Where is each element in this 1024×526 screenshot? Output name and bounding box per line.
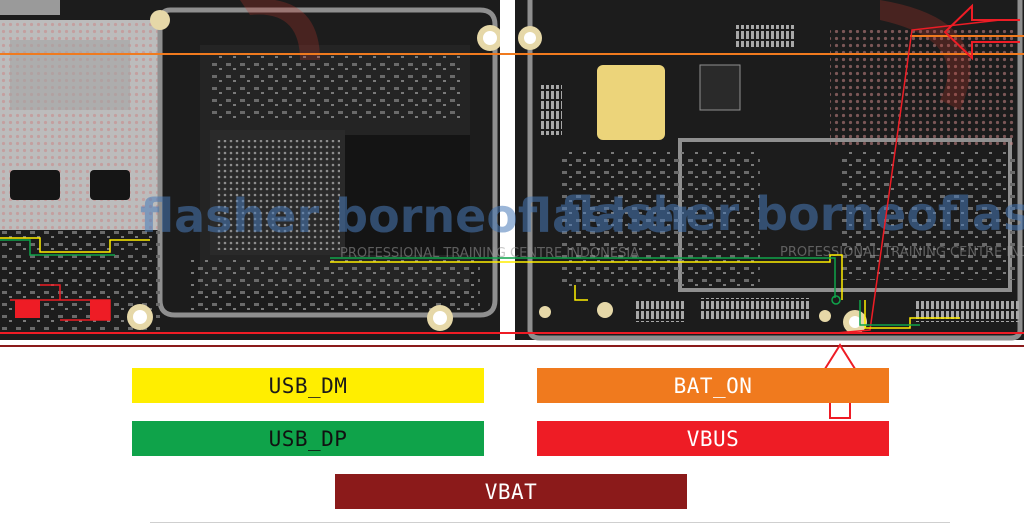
legend-vbus-label: VBUS xyxy=(686,426,740,451)
gold-pad xyxy=(597,65,665,140)
arrow-bat-on-left xyxy=(943,3,1020,61)
right-board xyxy=(515,0,1024,341)
legend-usb-dm: USB_DM xyxy=(132,368,484,403)
legend-vbat: VBAT xyxy=(335,474,687,509)
legend-bat-on: BAT_ON xyxy=(537,368,889,403)
trace-bat-on xyxy=(0,35,1024,55)
bottom-divider xyxy=(150,522,950,523)
legend-vbat-label: VBAT xyxy=(484,479,538,504)
connector-left xyxy=(700,298,810,320)
trace-usb-dp xyxy=(0,239,920,326)
legend-vbus: VBUS xyxy=(537,421,889,456)
trace-vbus xyxy=(0,19,1024,334)
watermark-tagline-right: PROFESSIONAL TRAINING CENTRE INDONESIA xyxy=(780,245,1024,260)
left-board xyxy=(0,0,503,340)
connector-right xyxy=(915,300,1020,322)
legend-usb-dp-label: USB_DP xyxy=(268,426,348,451)
legend-bat-on-label: BAT_ON xyxy=(673,373,753,398)
memory-chip xyxy=(345,135,470,255)
legend-usb-dm-label: USB_DM xyxy=(268,373,348,398)
watermark-brand-right: flasher borneoflasher xyxy=(560,187,1024,241)
trace-usb-dm xyxy=(0,237,960,329)
legend-usb-dp: USB_DP xyxy=(132,421,484,456)
watermark-brand-left: flasher borneoflasher xyxy=(140,189,697,243)
